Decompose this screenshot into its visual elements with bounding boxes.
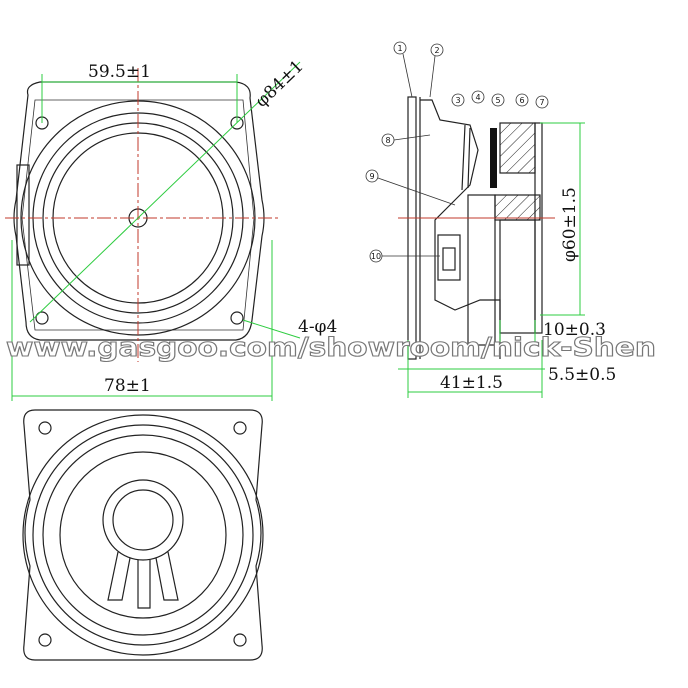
callout-3: 3	[451, 93, 465, 107]
svg-text:9: 9	[369, 172, 374, 181]
terminal	[16, 164, 30, 266]
frame-outline	[23, 409, 263, 661]
hole-icon	[233, 633, 247, 647]
part-callouts: 1 2 3 4 5 6 7 8 9 10	[365, 41, 549, 263]
dim-diameter: φ84±1	[252, 56, 308, 111]
side-view: 1 2 3 4 5 6 7 8 9 10 φ60±1.5 10±0.3 5.5±…	[365, 41, 616, 398]
hole-icon	[233, 421, 247, 435]
hole-icon	[38, 633, 52, 647]
magnet	[102, 479, 184, 561]
dim-line-diameter	[29, 61, 301, 323]
yoke	[534, 122, 543, 334]
svg-text:8: 8	[385, 136, 390, 145]
svg-text:2: 2	[434, 46, 439, 55]
svg-text:10: 10	[371, 252, 381, 261]
callout-7: 7	[535, 95, 549, 109]
magnet	[499, 122, 536, 174]
dim-overall-depth: 41±1.5	[440, 373, 503, 393]
svg-text:6: 6	[519, 96, 524, 105]
cone-profile	[420, 99, 501, 359]
back-view	[22, 409, 264, 661]
voice-coil	[490, 128, 497, 188]
rim	[32, 424, 254, 646]
rim-outer	[22, 414, 264, 656]
callout-8: 8	[381, 133, 431, 147]
dim-magnet-depth: 10±0.3	[543, 320, 606, 340]
callout-4: 4	[471, 90, 485, 104]
pole	[112, 489, 174, 551]
dim-holes-spacing: 59.5±1	[88, 62, 151, 82]
dim-magnet-diameter: φ60±1.5	[560, 187, 580, 262]
back-plate	[494, 194, 541, 221]
hole-icon	[38, 421, 52, 435]
callout-2: 2	[429, 43, 444, 98]
magnet-body	[499, 219, 536, 334]
hole-icon	[230, 311, 244, 325]
basket	[59, 451, 227, 619]
rim-inner	[42, 434, 244, 636]
watermark: www.gasgoo.com/showroom/nick-Shen	[6, 333, 656, 363]
pole-piece	[467, 194, 496, 346]
callout-9: 9	[365, 169, 456, 206]
svg-text:5: 5	[495, 96, 500, 105]
flange	[407, 96, 417, 360]
dim-overall-width: 78±1	[104, 376, 151, 396]
svg-text:7: 7	[539, 98, 544, 107]
svg-text:1: 1	[397, 44, 402, 53]
mount-holes	[35, 116, 244, 325]
hole-icon	[35, 311, 49, 325]
callout-1: 1	[393, 41, 413, 98]
svg-text:3: 3	[455, 96, 460, 105]
callout-10: 10	[369, 249, 440, 263]
basket-legs	[107, 551, 179, 609]
dim-flange: 5.5±0.5	[548, 365, 616, 385]
spider	[461, 124, 471, 191]
callout-5: 5	[491, 93, 505, 107]
dim-holes: 4-φ4	[298, 317, 337, 337]
terminal	[437, 234, 461, 281]
terminal-tab	[442, 247, 456, 271]
svg-text:4: 4	[475, 93, 480, 102]
callout-6: 6	[515, 93, 529, 107]
